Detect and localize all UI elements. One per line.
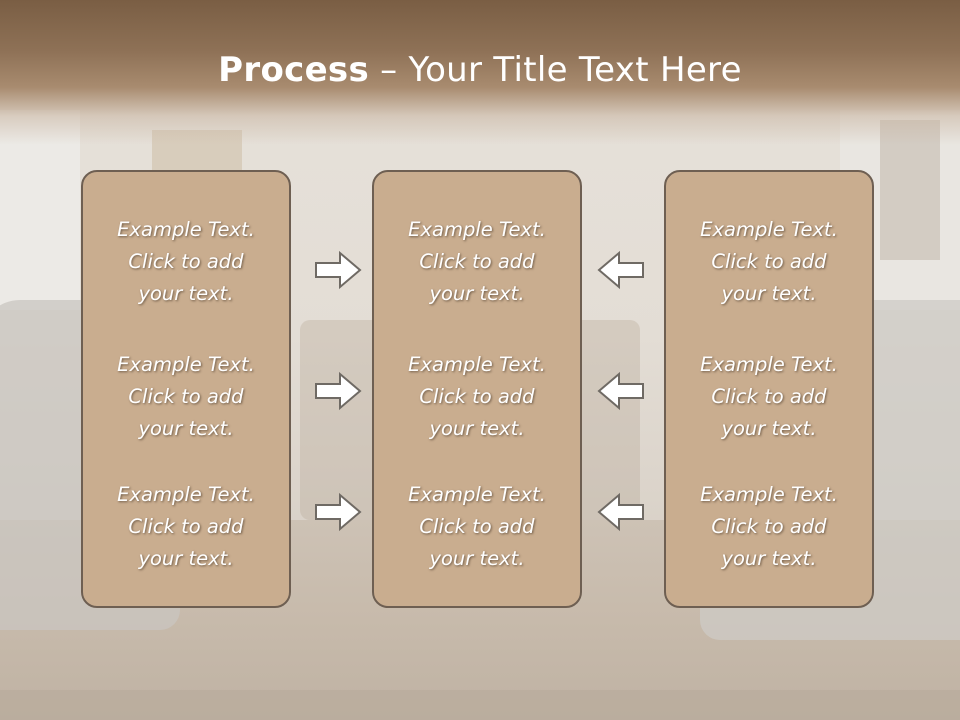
text-placeholder[interactable]: Example Text. Click to add your text.: [374, 479, 580, 575]
arrow-left-icon[interactable]: [597, 250, 645, 290]
arrow-right-icon[interactable]: [314, 492, 362, 532]
title-rest: – Your Title Text Here: [369, 50, 742, 90]
text-line: Click to add: [711, 515, 827, 538]
text-line: your text.: [138, 417, 234, 440]
text-line: Example Text.: [117, 483, 255, 506]
text-line: your text.: [429, 282, 525, 305]
text-line: Click to add: [711, 385, 827, 408]
arrow-right-icon[interactable]: [314, 250, 362, 290]
text-line: Click to add: [419, 515, 535, 538]
text-line: Click to add: [711, 250, 827, 273]
text-line: your text.: [721, 417, 817, 440]
slide-title[interactable]: Process – Your Title Text Here: [0, 50, 960, 90]
text-line: your text.: [721, 282, 817, 305]
text-placeholder[interactable]: Example Text. Click to add your text.: [83, 214, 289, 310]
text-line: Click to add: [419, 385, 535, 408]
arrow-right-icon[interactable]: [314, 371, 362, 411]
text-line: Example Text.: [408, 483, 546, 506]
text-line: Example Text.: [117, 218, 255, 241]
text-placeholder[interactable]: Example Text. Click to add your text.: [374, 349, 580, 445]
text-line: Example Text.: [700, 353, 838, 376]
title-band: [0, 0, 960, 145]
arrow-left-icon[interactable]: [597, 492, 645, 532]
text-line: your text.: [429, 547, 525, 570]
process-box-center[interactable]: Example Text. Click to add your text. Ex…: [372, 170, 582, 608]
text-line: Example Text.: [408, 353, 546, 376]
text-line: Example Text.: [700, 218, 838, 241]
text-line: your text.: [429, 417, 525, 440]
arrow-left-icon[interactable]: [597, 371, 645, 411]
text-line: Click to add: [128, 385, 244, 408]
text-placeholder[interactable]: Example Text. Click to add your text.: [83, 349, 289, 445]
title-bold: Process: [218, 50, 370, 90]
text-placeholder[interactable]: Example Text. Click to add your text.: [666, 349, 872, 445]
text-line: Example Text.: [117, 353, 255, 376]
text-line: your text.: [138, 547, 234, 570]
process-box-right[interactable]: Example Text. Click to add your text. Ex…: [664, 170, 874, 608]
text-placeholder[interactable]: Example Text. Click to add your text.: [666, 479, 872, 575]
text-line: Example Text.: [700, 483, 838, 506]
process-box-left[interactable]: Example Text. Click to add your text. Ex…: [81, 170, 291, 608]
text-line: your text.: [138, 282, 234, 305]
text-line: Example Text.: [408, 218, 546, 241]
text-line: Click to add: [128, 250, 244, 273]
text-line: your text.: [721, 547, 817, 570]
text-placeholder[interactable]: Example Text. Click to add your text.: [666, 214, 872, 310]
text-line: Click to add: [419, 250, 535, 273]
background-rug: [0, 690, 960, 720]
text-placeholder[interactable]: Example Text. Click to add your text.: [83, 479, 289, 575]
text-placeholder[interactable]: Example Text. Click to add your text.: [374, 214, 580, 310]
text-line: Click to add: [128, 515, 244, 538]
